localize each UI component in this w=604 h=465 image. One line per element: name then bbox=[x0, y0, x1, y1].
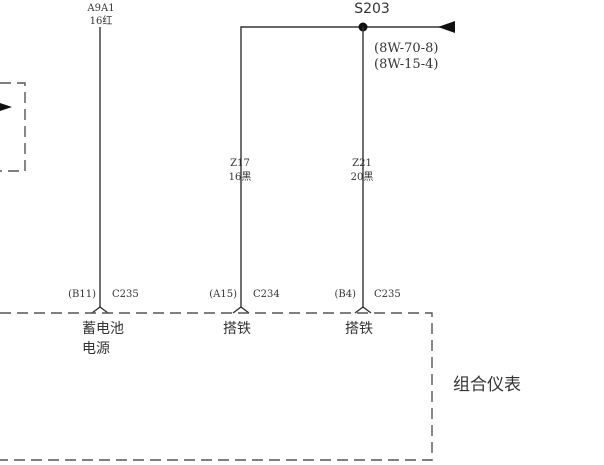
pin-function-ground-2: 搭铁 bbox=[345, 321, 373, 337]
wire-a9a1-id: A9A1 bbox=[86, 3, 114, 14]
pin-b11: (B11) bbox=[68, 289, 96, 300]
splice-name: S203 bbox=[354, 1, 390, 17]
wire-z17 bbox=[240, 26, 445, 308]
pin-function-ground-1: 搭铁 bbox=[223, 321, 251, 337]
left-arrow-icon bbox=[0, 103, 12, 111]
wire-z17-id: Z17 bbox=[230, 158, 250, 169]
splice-ref-2: (8W-15-4) bbox=[374, 57, 438, 72]
connector-chevron-icon bbox=[91, 306, 109, 314]
wire-z17-gauge: 16黑 bbox=[229, 171, 252, 183]
wire-z21-id: Z21 bbox=[352, 158, 372, 169]
wire-z21-gauge: 20黑 bbox=[351, 171, 374, 183]
connector-c235-a: C235 bbox=[112, 289, 139, 300]
splice-arrow-icon bbox=[438, 21, 455, 33]
left-component-outline bbox=[0, 82, 26, 172]
connector-c235-b: C235 bbox=[374, 289, 401, 300]
pin-a15: (A15) bbox=[209, 289, 237, 300]
pin-b4: (B4) bbox=[334, 289, 356, 300]
splice-ref-1: (8W-70-8) bbox=[374, 41, 438, 56]
connector-chevron-icon bbox=[354, 306, 372, 314]
connector-chevron-icon bbox=[232, 306, 250, 314]
pin-function-power: 电源 bbox=[82, 341, 110, 357]
connector-c234: C234 bbox=[253, 289, 280, 300]
pin-function-battery: 蓄电池 bbox=[82, 321, 124, 337]
wire-a9a1-gauge: 16红 bbox=[90, 14, 113, 27]
component-name: 组合仪表 bbox=[453, 375, 521, 395]
